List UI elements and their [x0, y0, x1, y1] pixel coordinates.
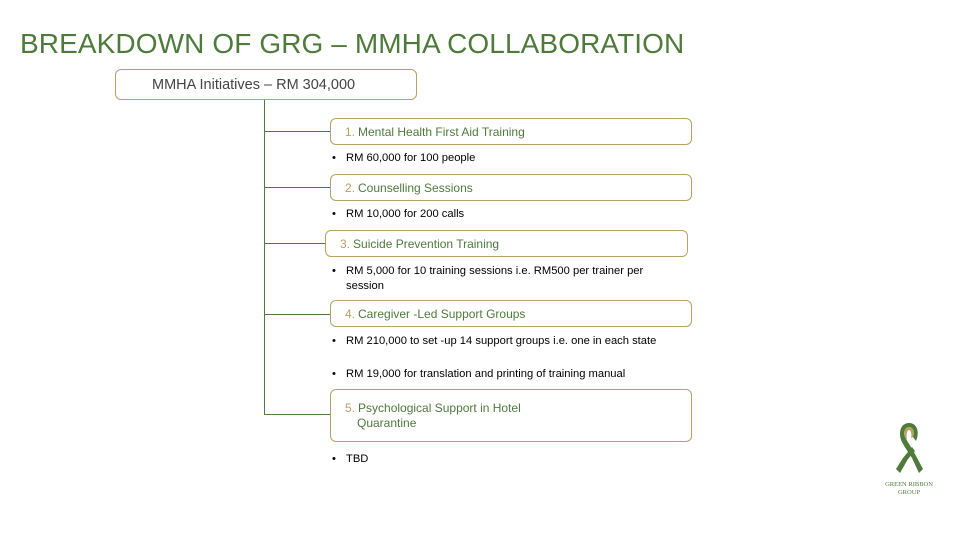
- initiative-5-bullet-1: TBD: [330, 452, 530, 467]
- initiative-label: Counselling Sessions: [358, 180, 473, 195]
- green-ribbon-icon: [896, 423, 923, 473]
- connector-5: [264, 414, 330, 415]
- logo-text-line1: GREEN RIBBON: [885, 481, 933, 488]
- connector-2: [264, 187, 330, 188]
- page-title: BREAKDOWN OF GRG – MMHA COLLABORATION: [20, 28, 685, 59]
- initiative-number: 4.: [345, 306, 356, 321]
- initiative-node-2: 2. Counselling Sessions: [330, 174, 692, 201]
- initiative-label-line1: 5.Psychological Support in Hotel: [345, 401, 521, 416]
- initiative-4-bullet-1: RM 210,000 to set -up 14 support groups …: [330, 334, 675, 349]
- initiative-number: 1.: [345, 124, 356, 139]
- initiative-2-bullet-1: RM 10,000 for 200 calls: [330, 207, 690, 222]
- initiative-label: Suicide Prevention Training: [353, 236, 500, 251]
- initiative-node-3: 3. Suicide Prevention Training: [325, 230, 688, 257]
- logo-text-line2: GROUP: [897, 489, 921, 496]
- initiative-3-bullet-1: RM 5,000 for 10 training sessions i.e. R…: [330, 264, 675, 294]
- initiative-number: 5.: [345, 400, 356, 415]
- initiative-4-bullet-2: RM 19,000 for translation and printing o…: [330, 367, 690, 382]
- green-ribbon-logo: GREEN RIBBON GROUP: [874, 420, 944, 497]
- initiative-label: Psychological Support in Hotel: [358, 400, 521, 415]
- root-node-label: MMHA Initiatives – RM 304,000: [152, 76, 356, 93]
- initiative-1-bullet-1: RM 60,000 for 100 people: [330, 151, 690, 166]
- initiative-node-4: 4. Caregiver -Led Support Groups: [330, 300, 692, 327]
- initiative-label: Caregiver -Led Support Groups: [358, 306, 526, 321]
- connector-3: [264, 243, 325, 244]
- connector-4: [264, 314, 330, 315]
- initiative-node-1: 1. Mental Health First Aid Training: [330, 118, 692, 145]
- initiative-label: Mental Health First Aid Training: [358, 124, 525, 139]
- initiative-number: 2.: [345, 180, 356, 195]
- connector-1: [264, 131, 330, 132]
- initiative-node-5: 5.Psychological Support in Hotel Quarant…: [330, 389, 692, 442]
- initiative-label-line2: Quarantine: [357, 415, 417, 430]
- initiative-number: 3.: [340, 236, 351, 251]
- root-node: MMHA Initiatives – RM 304,000: [115, 69, 417, 100]
- connector-trunk: [264, 100, 265, 414]
